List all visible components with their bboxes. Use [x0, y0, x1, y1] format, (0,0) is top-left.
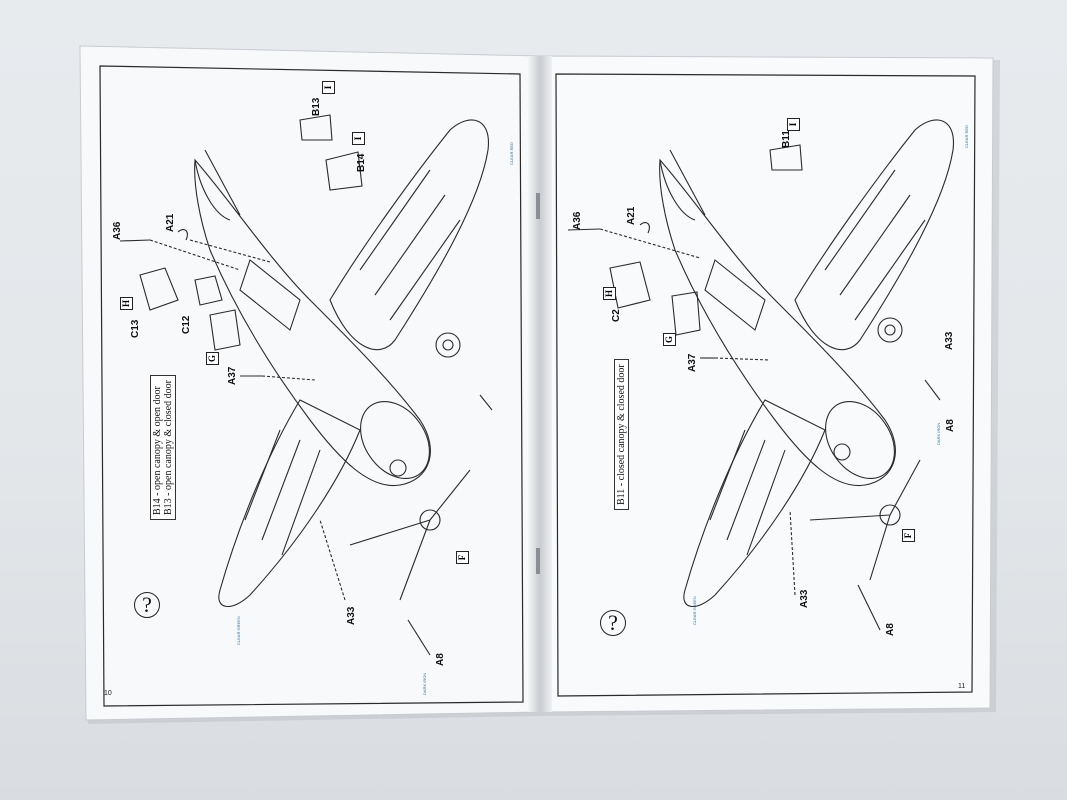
label-a8-right-top: A8	[945, 419, 956, 432]
callout-dark-iron-right: DARK IRON	[936, 422, 941, 445]
box-f-right: F	[902, 529, 915, 542]
box-i-right: I	[787, 118, 800, 131]
callout-clear-green-left: CLEAR GREEN	[236, 616, 241, 645]
left-page-number: 10	[104, 690, 112, 697]
left-note-line-2: B13 - open canopy & closed door	[163, 380, 174, 515]
box-g-left: G	[206, 352, 219, 365]
right-aircraft-drawing	[567, 119, 954, 631]
right-page-number: 11	[958, 683, 966, 690]
label-b11: B11	[781, 130, 792, 148]
right-note-box: B11 - closed canopy & closed door	[614, 359, 629, 510]
staple-top	[536, 193, 540, 219]
label-a33-right-bottom: A33	[799, 589, 810, 608]
box-g-right: G	[663, 333, 676, 346]
label-a21-right: A21	[626, 206, 637, 225]
left-page-frame	[99, 65, 524, 707]
right-step-symbol: ?	[600, 610, 626, 636]
label-c2: C2	[611, 309, 622, 322]
label-a36-left: A36	[112, 221, 123, 240]
left-note-box: B14 - open canopy & open door B13 - open…	[150, 375, 176, 520]
right-note-line-1: B11 - closed canopy & closed door	[616, 364, 627, 505]
label-a37-left: A37	[227, 366, 238, 385]
left-note-line-1: B14 - open canopy & open door	[152, 386, 163, 515]
box-i-left-2: I	[352, 132, 365, 145]
label-a33-left-bottom: A33	[346, 606, 357, 625]
box-f-left: F	[456, 551, 469, 564]
left-aircraft-drawing	[119, 114, 493, 656]
box-i-left-1: I	[322, 81, 335, 94]
right-page-frame	[555, 73, 976, 697]
label-c13: C13	[130, 319, 141, 338]
callout-clear-red-right: CLEAR RED	[964, 125, 969, 148]
box-h-right: H	[603, 287, 616, 300]
label-b14: B14	[356, 153, 367, 172]
callout-dark-iron-left: DARK IRON	[422, 672, 427, 695]
label-a8-right-bottom: A8	[885, 623, 896, 636]
label-a33-right-top: A33	[944, 331, 955, 350]
staple-bottom	[536, 548, 540, 574]
label-a37-right: A37	[687, 353, 698, 372]
left-step-symbol: ?	[134, 592, 160, 618]
callout-clear-red-left: CLEAR RED	[509, 142, 514, 165]
label-c12: C12	[181, 315, 192, 334]
gutter-fold	[528, 56, 552, 712]
label-a21-left: A21	[165, 213, 176, 232]
label-b13: B13	[311, 97, 322, 116]
label-a8-left-bottom: A8	[435, 653, 446, 666]
box-h-left: H	[120, 297, 133, 310]
label-a36-right: A36	[572, 211, 583, 230]
callout-clear-green-right: CLEAR GREEN	[692, 596, 697, 625]
left-page	[79, 45, 541, 721]
